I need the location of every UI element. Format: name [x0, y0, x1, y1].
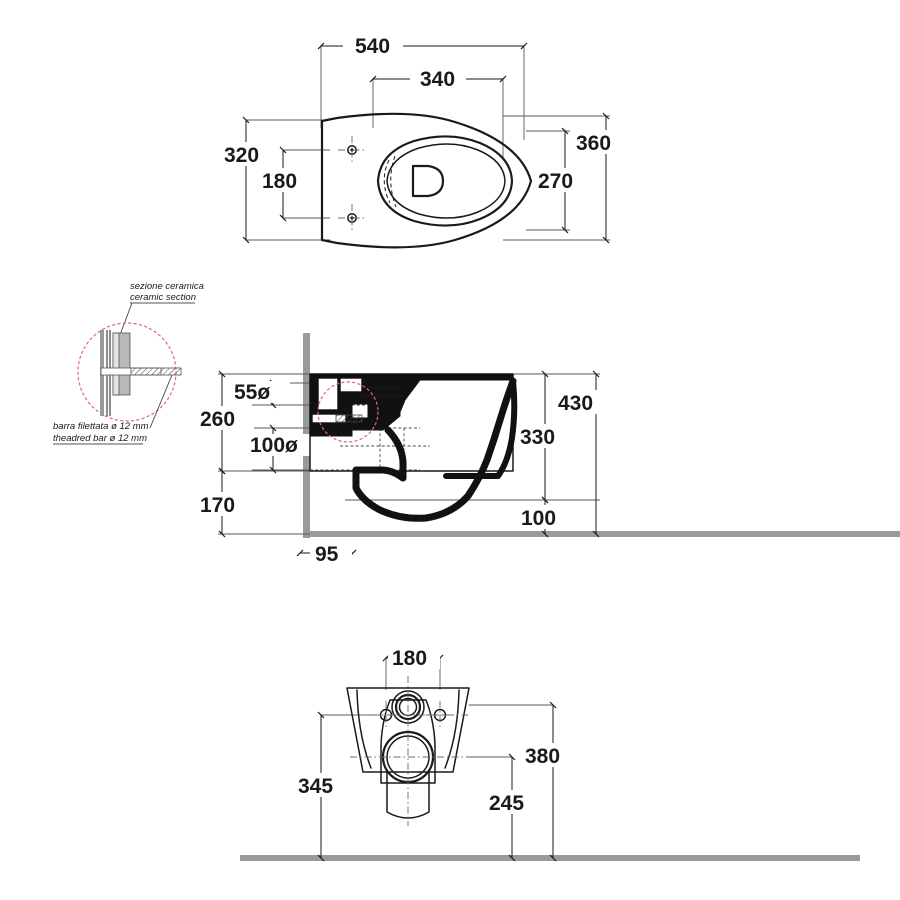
dim-label-100-rim: 100: [521, 507, 556, 530]
bowl-inner-trace: [383, 159, 391, 204]
dimension-345: 345: [296, 711, 354, 862]
flush-opening-d-shape: [411, 164, 445, 198]
dimension-430: 430: [556, 370, 616, 538]
side-view: 260 170 55ø 100ø 95: [198, 333, 900, 566]
mounting-hole-lower: [338, 204, 366, 232]
dim-label-360: 360: [576, 132, 611, 155]
rear-body-inner-left: [356, 689, 372, 769]
rear-body-outline: [346, 687, 470, 773]
dim-label-540: 540: [355, 35, 390, 58]
top-view-extension-lines: [246, 46, 610, 241]
dimension-95: 95: [296, 541, 357, 566]
dim-label-245: 245: [489, 792, 524, 815]
side-bowl-profile: [352, 377, 517, 522]
bowl-rim-contour: [386, 143, 506, 219]
dim-label-320: 320: [224, 144, 259, 167]
dim-label-180-top: 180: [262, 170, 297, 193]
dim-label-330: 330: [520, 426, 555, 449]
dimension-180-top: 180: [260, 146, 314, 222]
side-extension-lines: [218, 373, 600, 535]
side-bowl-outer-profile: [443, 378, 518, 479]
detail-ceramic-face: [112, 332, 120, 396]
dim-label-100-diameter: 100ø: [250, 434, 298, 457]
dim-label-180-rear: 180: [392, 647, 427, 670]
rear-view: 180 345 245 380: [240, 645, 860, 862]
dim-label-380: 380: [525, 745, 560, 768]
toilet-seat-outline: [320, 112, 533, 249]
rear-center-boss: [380, 699, 436, 784]
dimension-245: 245: [487, 753, 545, 862]
dimension-340: 340: [369, 66, 507, 91]
dimension-260: 260: [198, 370, 254, 475]
dimension-320: 320: [222, 116, 276, 244]
detail-title-italian: sezione ceramica: [130, 281, 204, 292]
bowl-rim-inner: [376, 135, 514, 227]
dimension-55-diameter: 55ø: [230, 379, 290, 409]
dim-label-55-diameter: 55ø: [234, 381, 270, 404]
ceramic-section-detail: sezione ceramica ceramic section barra f…: [53, 281, 204, 445]
dimension-380: 380: [523, 701, 583, 862]
dim-label-260: 260: [200, 408, 235, 431]
dimension-100-diameter: 100ø: [248, 424, 314, 474]
dim-label-270: 270: [538, 170, 573, 193]
dim-label-345: 345: [298, 775, 333, 798]
rear-body-inner-right: [444, 689, 460, 769]
dim-label-340: 340: [420, 68, 455, 91]
detail-threaded-bar: [130, 367, 182, 376]
side-floor-line: [303, 531, 900, 537]
dimension-180-rear: 180: [382, 645, 444, 670]
detail-note-italian: barra filettata ø 12 mm: [53, 421, 149, 432]
dim-label-170: 170: [200, 494, 235, 517]
rear-floor-line: [240, 855, 860, 861]
dimension-540: 540: [317, 33, 528, 58]
dim-label-95: 95: [315, 543, 339, 566]
mounting-hole-upper: [338, 136, 366, 164]
dimension-330: 330: [518, 370, 576, 504]
dim-label-430: 430: [558, 392, 593, 415]
top-view: 540 340 320 180 360: [222, 33, 632, 249]
dimension-360: 360: [574, 112, 632, 244]
dimension-270: 270: [536, 127, 594, 234]
dimension-170: 170: [198, 467, 254, 538]
detail-title-english: ceramic section: [130, 292, 196, 303]
detail-note-english: theadred bar ø 12 mm: [53, 433, 147, 444]
side-detail-reference-circle: [317, 381, 379, 443]
rear-extension-lines: [320, 657, 554, 858]
dimension-100-rim: 100: [518, 496, 576, 538]
